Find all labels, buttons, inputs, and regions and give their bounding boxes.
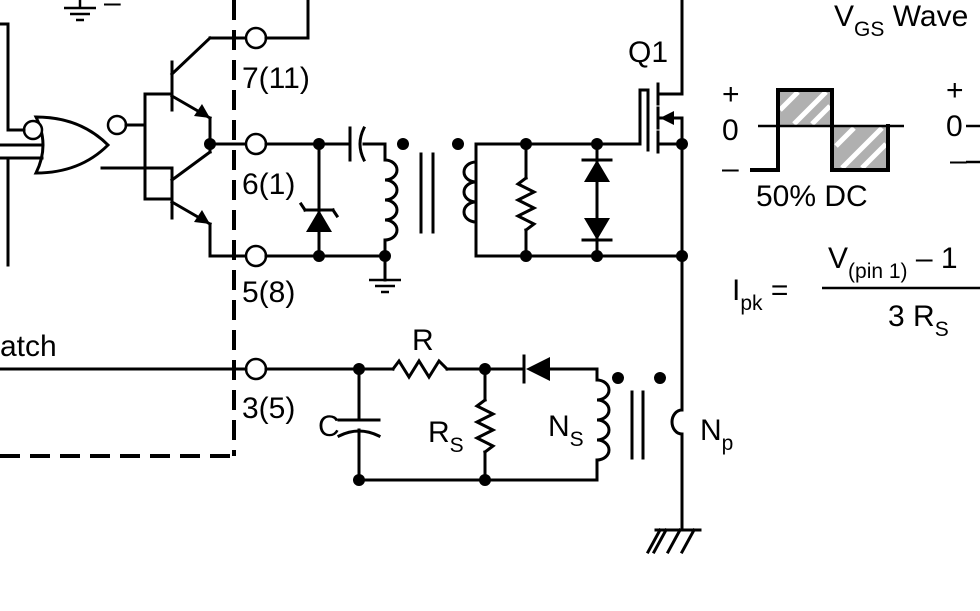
gate-transformer-secondary bbox=[462, 138, 684, 262]
c-label: C bbox=[318, 410, 340, 443]
gate-transformer-primary bbox=[383, 158, 399, 242]
q1-label: Q1 bbox=[628, 36, 668, 69]
ns-winding bbox=[595, 378, 611, 462]
waveform2-zero: 0 bbox=[946, 110, 963, 143]
waveform-title: VGS Wave bbox=[834, 0, 968, 41]
gate-resistor bbox=[514, 175, 538, 233]
resistor-r bbox=[390, 358, 450, 380]
formula-lhs: Ipk = bbox=[732, 274, 788, 315]
gate-transformer-core bbox=[419, 152, 435, 234]
rs-label: RS bbox=[428, 416, 464, 457]
sense-diode bbox=[526, 357, 550, 381]
ns-label: NS bbox=[548, 410, 584, 451]
waveform-minus: – bbox=[722, 152, 739, 185]
gate-drive-network bbox=[264, 125, 409, 294]
zener-diode bbox=[306, 210, 332, 232]
nor-gate bbox=[0, 22, 128, 267]
mosfet-q1 bbox=[638, 0, 688, 412]
lower-zener bbox=[584, 218, 610, 240]
resistor-rs bbox=[473, 397, 497, 455]
top-ground-symbol bbox=[64, 0, 96, 22]
formula-denominator: 3 RS bbox=[888, 300, 949, 341]
ic-boundary bbox=[0, 0, 236, 458]
waveform-plus: + bbox=[722, 78, 740, 111]
current-sense-network bbox=[264, 354, 702, 555]
latch-label: atch bbox=[0, 330, 57, 363]
formula-numerator: V(pin 1) – 1 bbox=[828, 242, 958, 283]
vgs-waveform bbox=[750, 88, 904, 172]
pin-5-8 bbox=[244, 244, 268, 268]
waveform-caption: 50% DC bbox=[756, 180, 868, 213]
top-minus-label: – bbox=[104, 0, 121, 19]
waveform2-minus: – bbox=[950, 144, 967, 177]
secondary-winding bbox=[462, 160, 478, 224]
pin-3-5-label: 3(5) bbox=[242, 392, 295, 425]
totem-pole-driver bbox=[100, 35, 247, 258]
np-label: Np bbox=[700, 414, 733, 455]
gate-input-bubble bbox=[22, 119, 44, 141]
gate-inversion-bubble bbox=[106, 114, 128, 136]
pin-6-1-label: 6(1) bbox=[242, 168, 295, 201]
waveform-zero: 0 bbox=[722, 114, 739, 147]
pin-7-11 bbox=[244, 0, 310, 50]
pin-3-5 bbox=[0, 357, 268, 381]
pin-5-8-label: 5(8) bbox=[242, 276, 295, 309]
pin-6-1 bbox=[244, 132, 268, 156]
pin-7-11-label: 7(11) bbox=[242, 62, 310, 95]
r-label: R bbox=[412, 324, 434, 357]
waveform2-plus: + bbox=[946, 74, 964, 107]
upper-zener bbox=[584, 160, 610, 182]
